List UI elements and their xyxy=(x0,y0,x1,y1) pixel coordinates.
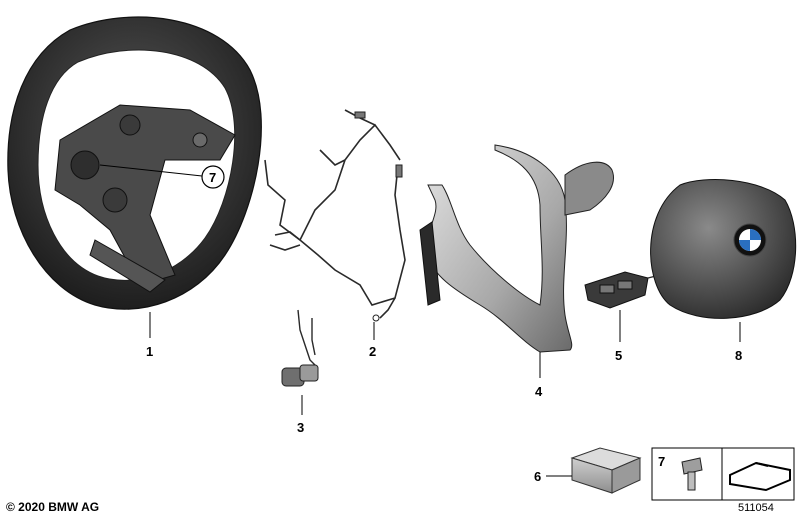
fastener-box xyxy=(651,447,795,501)
callout-airbag: 8 xyxy=(735,348,742,363)
callout-switch-unit: 5 xyxy=(615,348,622,363)
steering-wheel-illustration xyxy=(7,16,262,338)
callout-screw: 7 xyxy=(658,454,665,469)
wiring-harness-illustration xyxy=(264,109,406,340)
airbag-illustration xyxy=(650,179,797,342)
callout-connector-unit: 3 xyxy=(297,420,304,435)
callout-wheel-screw-marker: 7 xyxy=(209,170,216,185)
switch-unit-illustration xyxy=(584,271,666,342)
copyright-text: © 2020 BMW AG xyxy=(6,500,100,514)
trim-cover-illustration xyxy=(419,144,614,378)
reference-number: 511054 xyxy=(738,502,774,514)
callout-trim-cover: 4 xyxy=(535,384,543,399)
small-part-illustration xyxy=(546,447,642,494)
connector-unit-illustration xyxy=(281,309,319,415)
callout-small-part: 6 xyxy=(534,469,541,484)
callout-steering-wheel: 1 xyxy=(146,344,153,359)
callout-wiring-harness: 2 xyxy=(369,344,376,359)
